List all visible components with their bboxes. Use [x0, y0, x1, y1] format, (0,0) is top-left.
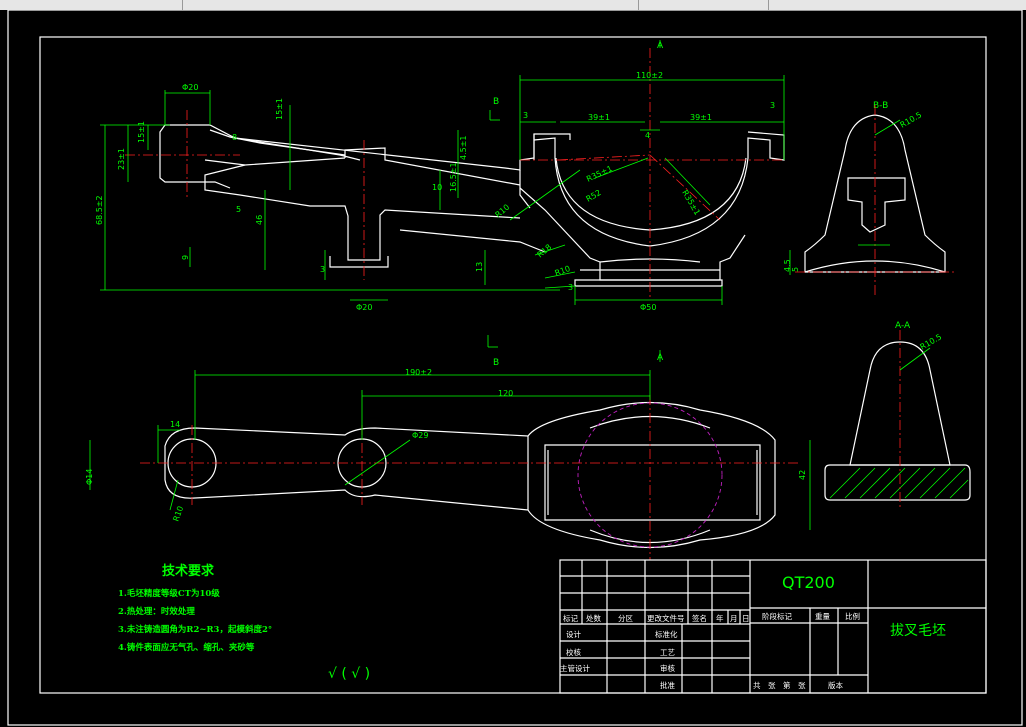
dim-label: 3: [523, 111, 528, 120]
tb-cell: 批准: [660, 680, 675, 690]
dim-label: 13: [475, 262, 484, 272]
section-b-label-top: B: [493, 97, 499, 107]
tb-cell: 更改文件号: [647, 613, 685, 623]
technical-requirements: 技术要求 1.毛坯精度等级CT为10级 2.热处理：时效处理 3.未注铸造圆角为…: [118, 563, 370, 682]
dim-label: 4.5: [783, 259, 792, 272]
dim-label: 42: [798, 470, 807, 480]
section-a-label-top: A: [657, 41, 664, 51]
tb-cell: 校核: [566, 647, 581, 657]
toolbar-segment: [638, 0, 769, 10]
dim-label: 15±1: [137, 121, 146, 143]
section-b-b-view: B-B R10.5 4.5 5: [783, 101, 955, 295]
dim-label: 14: [170, 420, 180, 429]
tb-cell: 主管设计: [560, 663, 590, 673]
dim-label: Φ20: [356, 303, 372, 312]
hatch-pattern: [829, 467, 969, 499]
dim-label: 15±1: [275, 98, 284, 120]
dim-label: R10: [554, 264, 572, 278]
section-b-label-bottom: B: [493, 358, 499, 368]
dim-label: Φ29: [412, 431, 428, 440]
section-a-a-view: A-A R10.5: [824, 321, 971, 510]
toolbar-segment: [0, 0, 183, 10]
dim-label: 5: [236, 205, 241, 214]
tb-cell: 张: [768, 681, 776, 690]
tb-cell: 重量: [815, 612, 830, 621]
toolbar-segment: [182, 0, 639, 10]
note-item: 1.毛坯精度等级CT为10级: [118, 588, 220, 599]
section-b-b-title: B-B: [873, 101, 888, 111]
dim-label: Φ20: [182, 83, 198, 92]
tb-cell: 月: [730, 614, 738, 623]
dim-label: 39±1: [588, 113, 610, 122]
dim-label: 16.5±1: [449, 162, 458, 192]
dim-label: 3: [568, 283, 573, 292]
tb-cell: 标准化: [655, 629, 678, 639]
dim-label: 5: [791, 267, 800, 272]
top-view: 190±2 120 14 Φ14 R10 Φ29 42: [85, 368, 811, 560]
dim-label: Φ14: [85, 469, 94, 485]
tb-cell: 分区: [618, 614, 633, 623]
section-a-a-title: A-A: [895, 321, 911, 331]
front-view: A A B B 110±2 39±1 39±1 3 3 4 R35±1 R52 …: [95, 40, 785, 368]
dim-label: 3: [320, 265, 325, 274]
dim-label: 190±2: [405, 368, 432, 377]
sheet-border: [7, 10, 1023, 726]
material-label: QT200: [782, 573, 835, 592]
dim-label: 120: [498, 389, 513, 398]
dim-label: R18: [536, 243, 554, 260]
drawing-frame: [39, 36, 987, 694]
tb-cell: 日: [742, 614, 750, 623]
dim-label: Φ50: [640, 303, 656, 312]
dim-label: R52: [585, 188, 603, 204]
dim-label: 3: [770, 101, 775, 110]
note-item: 2.热处理：时效处理: [118, 606, 195, 617]
dim-label: R10.5: [899, 110, 924, 129]
dim-label: 39±1: [690, 113, 712, 122]
dim-label: 4: [645, 131, 650, 140]
section-a-label-bottom: A: [657, 353, 664, 363]
tb-cell: 签名: [692, 613, 707, 623]
tb-cell: 张: [798, 681, 806, 690]
note-item: 4.铸件表面应无气孔、缩孔、夹砂等: [118, 642, 255, 653]
tb-cell: 第: [783, 680, 791, 690]
tb-cell: 阶段标记: [762, 611, 792, 621]
dim-label: R35±1: [585, 164, 614, 184]
dim-label: 9: [181, 255, 190, 260]
tb-cell: 比例: [845, 611, 860, 621]
dim-label: 68.5±2: [95, 195, 104, 225]
tb-cell: 版本: [828, 680, 843, 690]
tb-cell: 设计: [566, 629, 581, 639]
drawing-canvas[interactable]: A A B B 110±2 39±1 39±1 3 3 4 R35±1 R52 …: [0, 10, 1026, 727]
dim-label: 46: [255, 215, 264, 225]
application-top-bar: [0, 0, 1026, 10]
part-name: 拔叉毛坯: [890, 623, 946, 639]
notes-title: 技术要求: [162, 563, 215, 579]
dim-label: 110±2: [636, 71, 663, 80]
tb-cell: 标记: [563, 613, 578, 623]
roughness-symbol: √ ( √ ): [328, 666, 370, 682]
dim-label: 8: [232, 133, 237, 142]
dim-label: 23±1: [117, 148, 126, 170]
drawing-svg: A A B B 110±2 39±1 39±1 3 3 4 R35±1 R52 …: [7, 10, 1023, 726]
tb-cell: 共: [753, 681, 761, 690]
tb-cell: 处数: [586, 613, 601, 623]
dim-label: R10.5: [919, 332, 944, 351]
dim-label: 4.5±1: [459, 135, 468, 160]
dim-label: 10: [432, 183, 442, 192]
tb-cell: 工艺: [660, 648, 675, 657]
title-block: QT200 拔叉毛坯 标记 处数 分区 更改文件号 签名 年 月 日 设计 校核…: [559, 559, 987, 694]
tb-cell: 审核: [660, 663, 675, 673]
tb-cell: 年: [716, 613, 724, 623]
dim-label: R10: [171, 505, 185, 523]
note-item: 3.未注铸造圆角为R2~R3，起模斜度2°: [118, 624, 272, 635]
